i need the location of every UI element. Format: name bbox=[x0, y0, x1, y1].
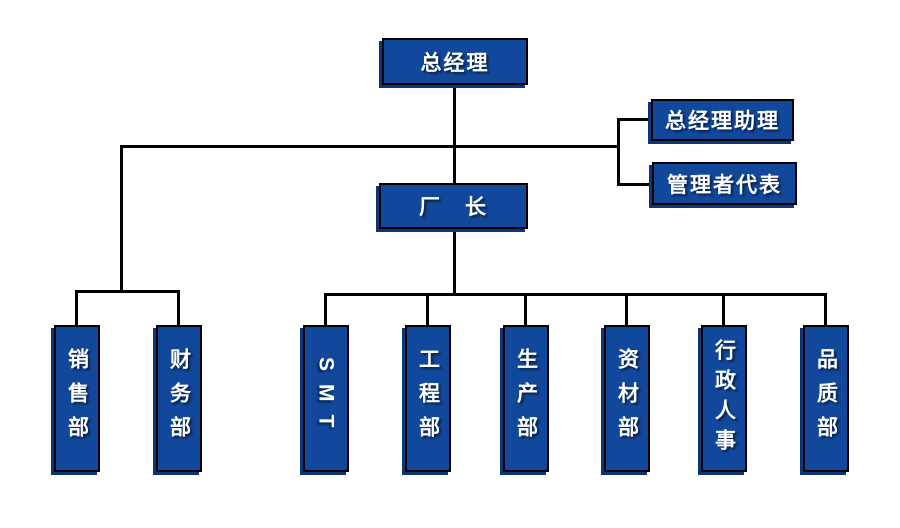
connector-root-to-manager bbox=[453, 84, 456, 184]
connector-manager-drop bbox=[453, 228, 456, 296]
connector-staff-vertical bbox=[617, 118, 620, 186]
node-dept-finance: 财务部 bbox=[156, 325, 202, 472]
node-management-representative: 管理者代表 bbox=[652, 162, 797, 205]
node-general-manager-label: 总经理 bbox=[420, 51, 490, 75]
node-dept-sales: 销售部 bbox=[54, 325, 100, 472]
connector-staff-assistant bbox=[617, 118, 653, 121]
node-factory-director-label: 厂 长 bbox=[419, 196, 488, 219]
node-dept-quality: 品质部 bbox=[803, 325, 849, 472]
connector-left-branch-vertical bbox=[120, 145, 123, 293]
node-dept-materials: 资材部 bbox=[604, 325, 650, 472]
node-dept-quality-label: 品质部 bbox=[814, 347, 838, 450]
node-dept-admin-hr-label: 行政人事 bbox=[712, 338, 736, 459]
connector-left-branch-horizontal bbox=[75, 290, 180, 293]
node-dept-production: 生产部 bbox=[503, 325, 549, 472]
node-gm-assistant-label: 总经理助理 bbox=[665, 110, 780, 133]
node-dept-engineering-label: 工程部 bbox=[416, 347, 440, 450]
node-dept-sales-label: 销售部 bbox=[65, 347, 89, 450]
node-dept-production-label: 生产部 bbox=[514, 347, 538, 450]
node-dept-smt-label: SMT bbox=[314, 356, 338, 441]
connector-staff-representative bbox=[617, 183, 654, 186]
connector-drop-production bbox=[524, 293, 527, 326]
node-management-representative-label: 管理者代表 bbox=[667, 173, 782, 197]
node-dept-engineering: 工程部 bbox=[405, 325, 451, 472]
connector-main-horizontal bbox=[120, 145, 620, 148]
connector-drop-smt bbox=[324, 293, 327, 326]
connector-drop-materials bbox=[625, 293, 628, 326]
node-dept-admin-hr: 行政人事 bbox=[701, 325, 747, 472]
node-general-manager: 总经理 bbox=[382, 38, 528, 85]
connector-right-branch-horizontal bbox=[324, 293, 827, 296]
connector-drop-finance bbox=[177, 290, 180, 326]
connector-drop-quality bbox=[824, 293, 827, 326]
node-gm-assistant: 总经理助理 bbox=[651, 99, 794, 141]
node-dept-finance-label: 财务部 bbox=[167, 347, 191, 450]
connector-drop-sales bbox=[75, 290, 78, 326]
node-dept-smt: SMT bbox=[303, 325, 349, 472]
connector-drop-admin-hr bbox=[722, 293, 725, 326]
node-factory-director: 厂 长 bbox=[379, 183, 528, 229]
node-dept-materials-label: 资材部 bbox=[615, 347, 639, 450]
connector-drop-engineering bbox=[426, 293, 429, 326]
